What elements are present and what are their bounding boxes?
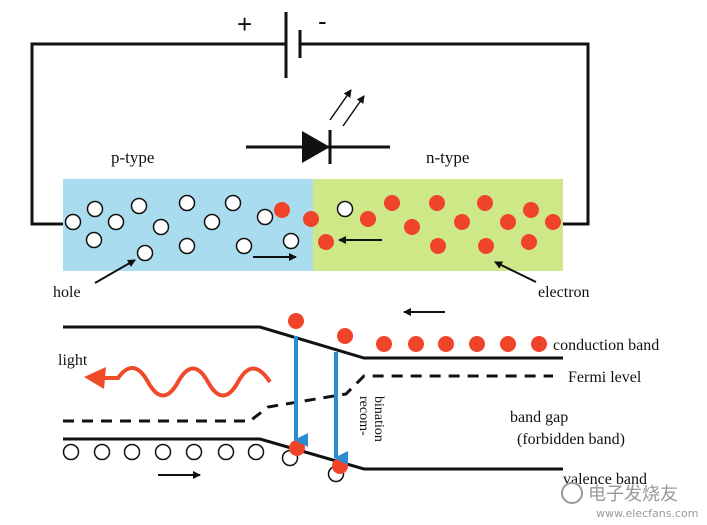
conduction-electron [288, 313, 304, 329]
hole [107, 213, 125, 231]
battery-minus-label: - [318, 6, 327, 36]
recombination-label-line2: bination [371, 396, 386, 442]
recombination-label-line1: recom- [356, 396, 371, 436]
n-type-label: n-type [426, 148, 469, 167]
conduction-electron [531, 336, 547, 352]
n-type-region [313, 179, 563, 271]
valence-hole [123, 443, 141, 461]
hole [282, 232, 300, 250]
hole [178, 194, 196, 212]
conduction-electron [469, 336, 485, 352]
forbidden-band-label: (forbidden band) [517, 431, 625, 448]
valence-hole [185, 443, 203, 461]
holes [64, 194, 354, 262]
hole [235, 237, 253, 255]
hole [224, 194, 242, 212]
electron [477, 195, 493, 211]
hole-pointer-arrow [94, 259, 136, 284]
electron [523, 202, 539, 218]
hole [86, 200, 104, 218]
valence-hole [217, 443, 235, 461]
motion-arrows [253, 236, 382, 261]
fermi-level-label: Fermi level [568, 369, 642, 386]
conduction-electron [500, 336, 516, 352]
band-gap-label: band gap [510, 409, 568, 426]
watermark-logo-icon [561, 482, 583, 504]
electron [545, 214, 561, 230]
circuit-wire [30, 42, 590, 226]
hole [336, 200, 354, 218]
electron [429, 195, 445, 211]
light-emission-arrows-icon [329, 89, 365, 127]
hole [64, 213, 82, 231]
conduction-electron [337, 328, 353, 344]
hole [130, 197, 148, 215]
conduction-band-line [63, 325, 563, 360]
electrons [274, 195, 561, 254]
battery-plus-label: + [237, 9, 252, 39]
electron [430, 238, 446, 254]
electron [384, 195, 400, 211]
fermi-level-line [63, 374, 553, 423]
watermark-text: 电子发烧友 [588, 484, 678, 505]
conduction-electron [438, 336, 454, 352]
led-diode-symbol-icon [246, 130, 390, 164]
electron [360, 211, 376, 227]
valence-hole [93, 443, 111, 461]
hole [178, 237, 196, 255]
hole [256, 208, 274, 226]
electron [478, 238, 494, 254]
light-wave-icon [84, 366, 272, 398]
hole [136, 244, 154, 262]
conduction-band-label: conduction band [553, 337, 659, 354]
valence-hole [62, 443, 80, 461]
electron [521, 234, 537, 250]
energy-band-diagram [62, 308, 563, 483]
hole [152, 218, 170, 236]
hole-label: hole [53, 284, 81, 301]
watermark: 电子发烧友 www.elecfans.com [561, 482, 698, 520]
electron [454, 214, 470, 230]
valence-hole [247, 443, 265, 461]
valence-hole [154, 443, 172, 461]
electron [318, 234, 334, 250]
recombined-electron [332, 458, 348, 474]
electron [303, 211, 319, 227]
electron [274, 202, 290, 218]
valence-band-label: valence band [563, 471, 647, 488]
light-label: light [58, 352, 88, 369]
recombined-electron [289, 440, 305, 456]
watermark-url: www.elecfans.com [596, 507, 698, 520]
battery-symbol-icon [284, 12, 302, 78]
conduction-electron [408, 336, 424, 352]
electron [404, 219, 420, 235]
pointer-arrows [94, 259, 537, 284]
hole [203, 213, 221, 231]
valence-band-line [63, 437, 563, 471]
electron-label: electron [538, 284, 590, 301]
electron [500, 214, 516, 230]
p-type-region [63, 179, 313, 271]
p-type-label: p-type [111, 148, 154, 167]
electron-pointer-arrow [494, 261, 537, 283]
conduction-electron [376, 336, 392, 352]
hole [85, 231, 103, 249]
